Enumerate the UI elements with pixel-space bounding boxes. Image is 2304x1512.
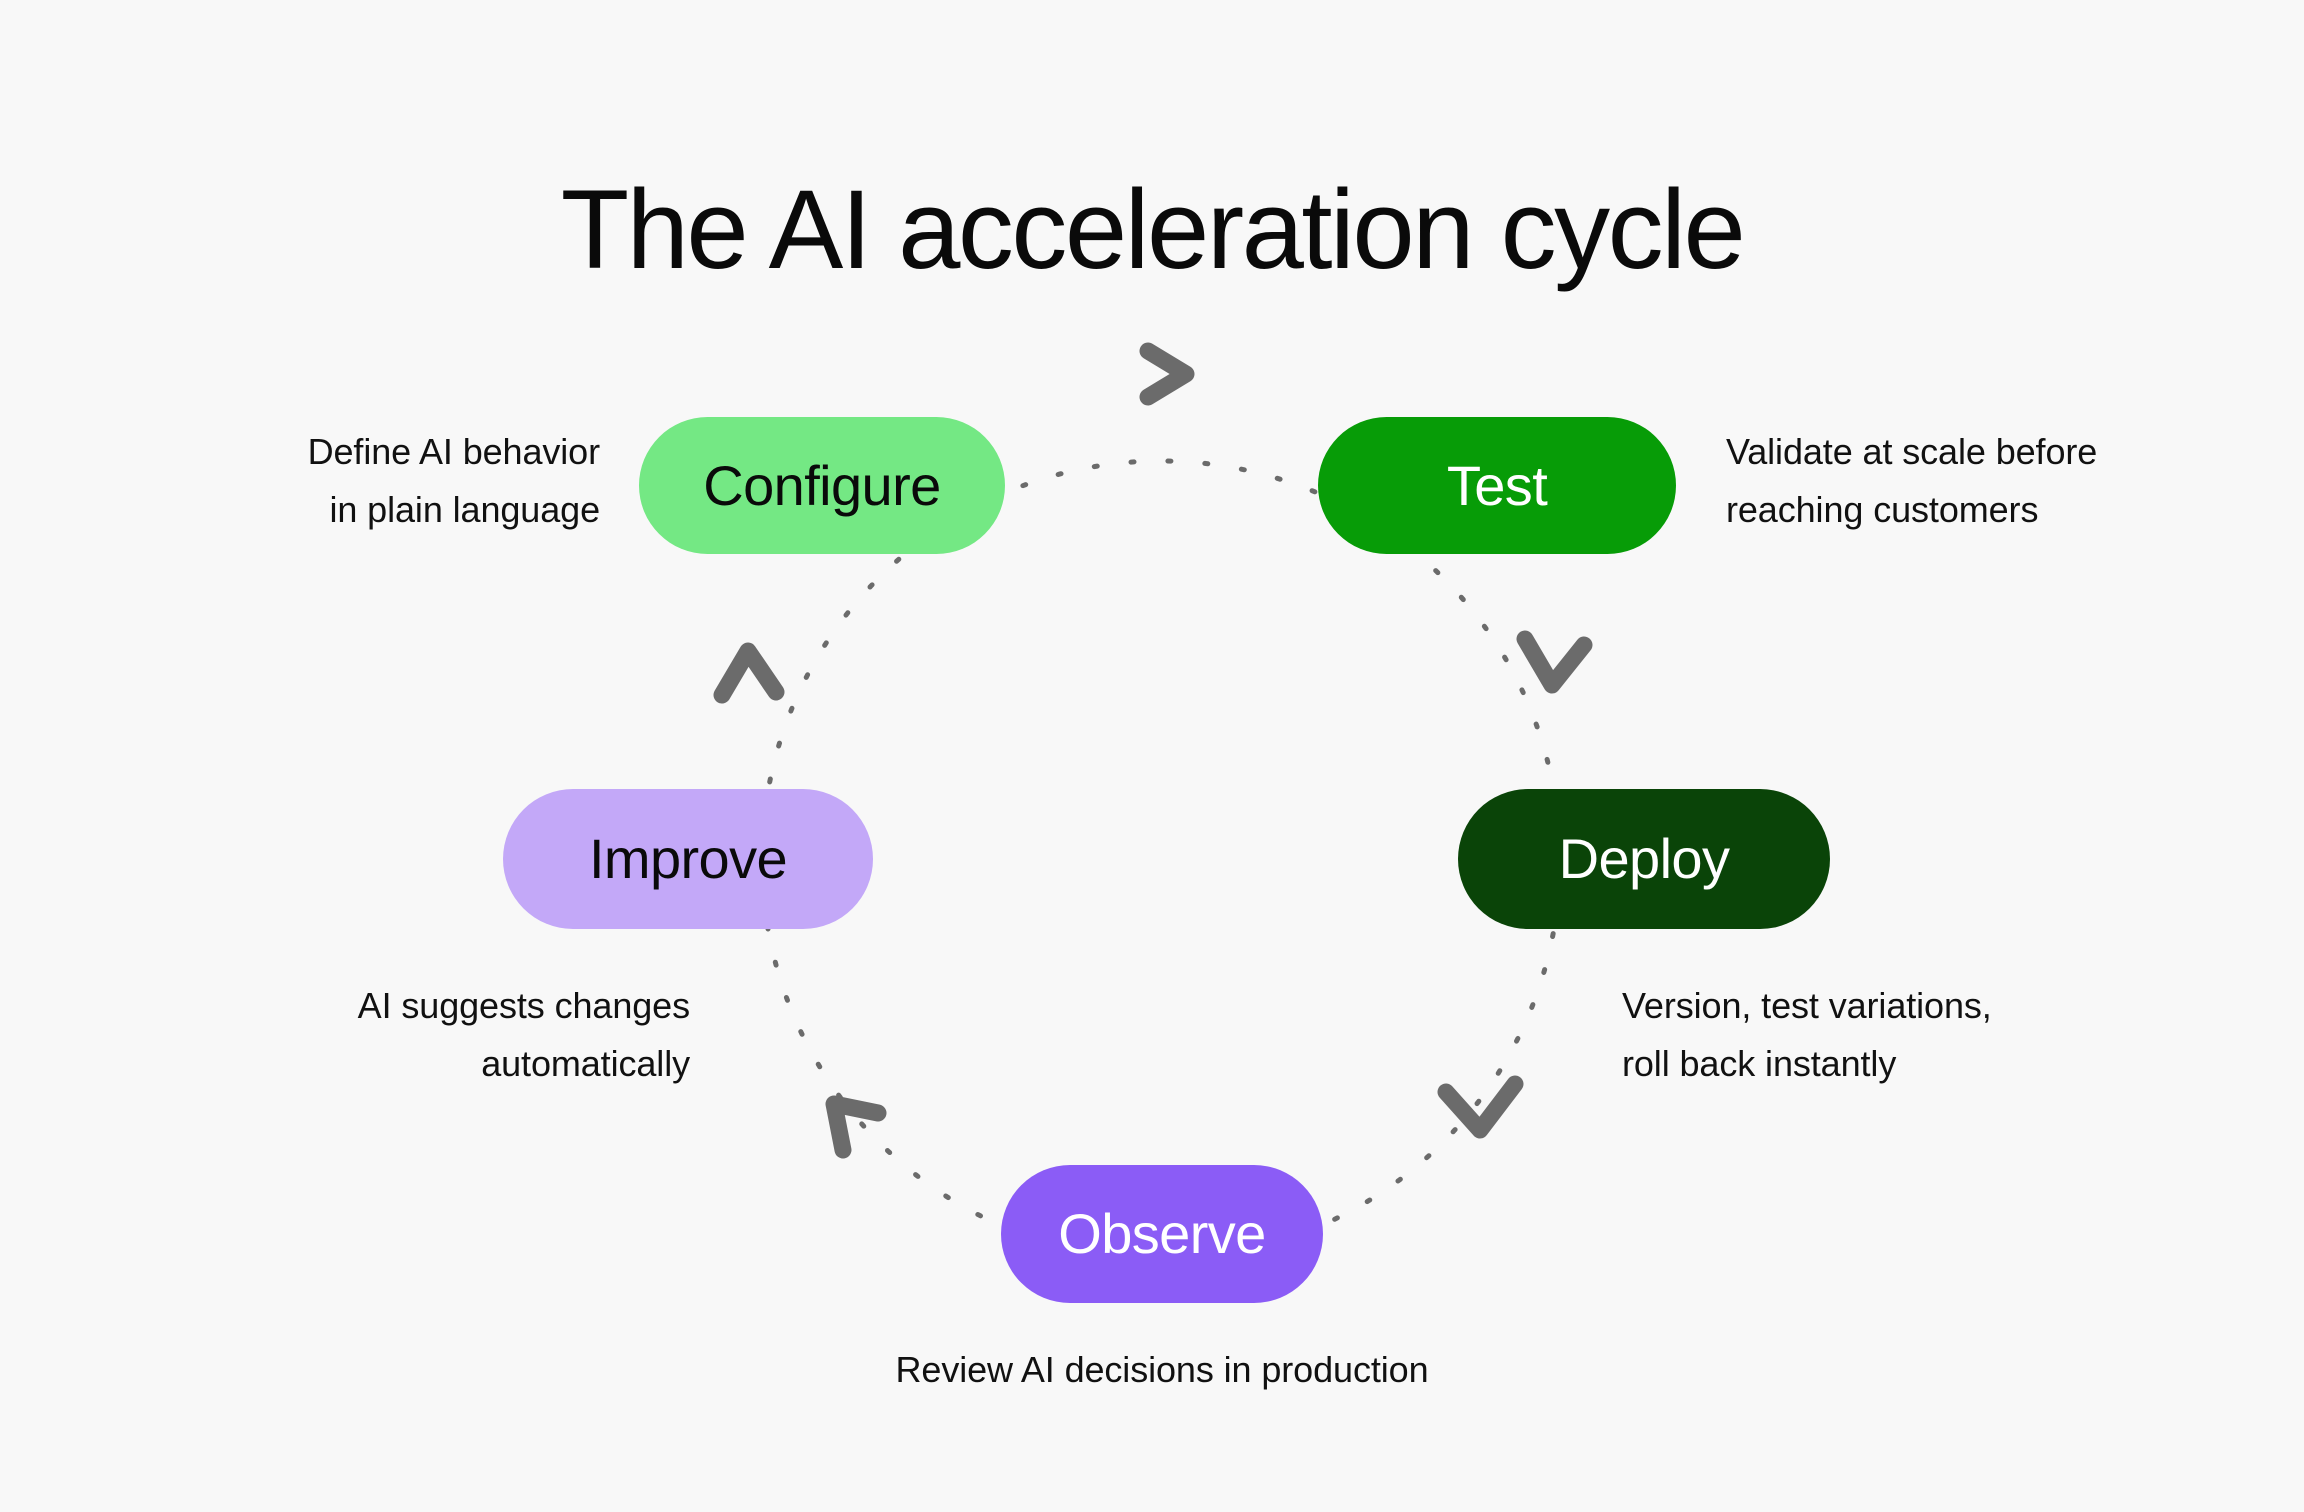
caption-test: Validate at scale before reaching custom…: [1726, 431, 2098, 531]
cycle-node-configure-label: Configure: [703, 453, 941, 517]
cycle-node-test[interactable]: Test: [1318, 417, 1676, 554]
arrow-observe-to-improve: [825, 1095, 887, 1159]
caption-configure: Define AI behavior in plain language: [307, 431, 600, 531]
cycle-node-observe-label: Observe: [1058, 1202, 1266, 1265]
arrow-configure-to-test: [1139, 342, 1195, 406]
cycle-node-deploy-label: Deploy: [1558, 827, 1730, 890]
arrow-deploy-to-observe: [1437, 1075, 1524, 1139]
cycle-node-test-label: Test: [1446, 453, 1548, 517]
cycle-node-improve[interactable]: Improve: [503, 789, 873, 929]
cycle-node-configure[interactable]: Configure: [639, 417, 1005, 554]
arrow-test-to-deploy: [1516, 630, 1593, 694]
caption-improve: AI suggests changes automatically: [357, 985, 690, 1085]
page-title: The AI acceleration cycle: [560, 167, 1746, 293]
cycle-node-deploy[interactable]: Deploy: [1458, 789, 1830, 929]
cycle-node-improve-label: Improve: [588, 827, 788, 890]
arrow-improve-to-configure: [713, 642, 785, 704]
caption-deploy: Version, test variations, roll back inst…: [1622, 985, 1992, 1085]
cycle-node-observe[interactable]: Observe: [1001, 1165, 1323, 1303]
caption-observe: Review AI decisions in production: [895, 1349, 1429, 1390]
cycle-dotted-path: [759, 458, 1563, 1262]
